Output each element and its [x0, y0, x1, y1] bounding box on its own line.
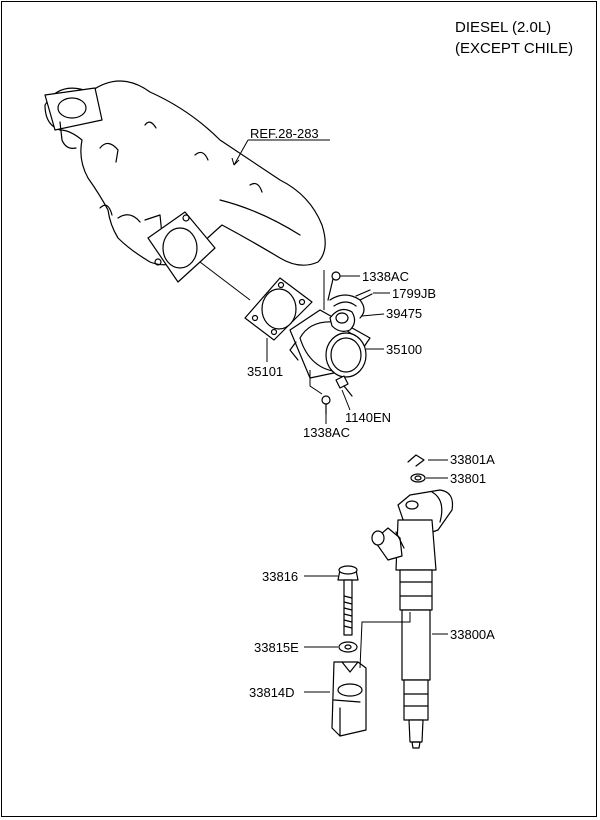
clip-1799jb [355, 289, 373, 301]
bolt-1338ac-bottom [321, 395, 331, 415]
label-1799jb: 1799JB [392, 286, 436, 301]
label-35100: 35100 [386, 342, 422, 357]
label-33801: 33801 [450, 471, 486, 486]
injector-33800a [371, 489, 454, 749]
label-33814d: 33814D [249, 685, 295, 700]
label-33815e: 33815E [254, 640, 299, 655]
label-1338ac-bottom: 1338AC [303, 425, 350, 440]
washer-33801 [410, 473, 426, 483]
bolt-1140en [335, 375, 353, 397]
clip-33801a [407, 454, 425, 467]
egr-valve-35100 [289, 308, 371, 379]
label-39475: 39475 [386, 306, 422, 321]
ref-label: REF.28-283 [250, 126, 319, 141]
exhaust-manifold [44, 80, 326, 283]
washer-33815e [338, 641, 358, 653]
title-line-1: DIESEL (2.0L) [455, 19, 551, 36]
label-35101: 35101 [247, 364, 283, 379]
label-33800a: 33800A [450, 627, 495, 642]
title-line-2: (EXCEPT CHILE) [455, 40, 573, 57]
label-1140en: 1140EN [345, 410, 391, 425]
bolt-33816 [337, 565, 359, 636]
clamp-33814d [331, 661, 367, 737]
label-33816: 33816 [262, 569, 298, 584]
label-1338ac-top: 1338AC [362, 269, 409, 284]
gasket-35101 [244, 277, 313, 341]
bolt-1338ac-top [327, 271, 341, 301]
label-33801a: 33801A [450, 452, 495, 467]
